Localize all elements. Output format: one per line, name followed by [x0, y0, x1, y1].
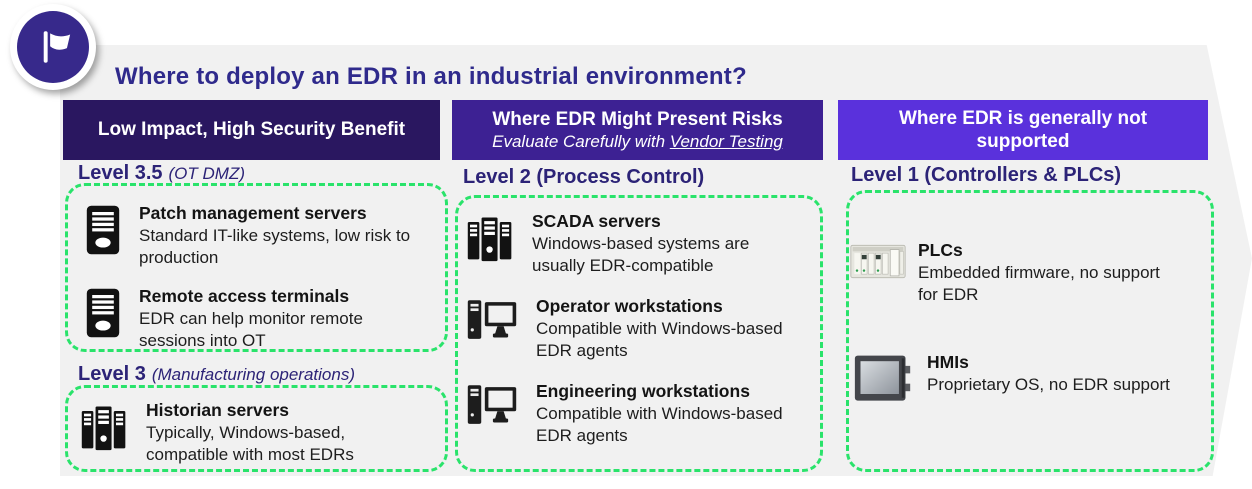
level-3-qualifier: (Manufacturing operations): [151, 365, 355, 384]
level-3-5-box: [65, 183, 448, 352]
column2-header-subtext: Evaluate Carefully with Vendor Testing: [492, 132, 783, 153]
server-rack-icon: [81, 406, 126, 451]
item-title: Historian servers: [146, 400, 289, 420]
item-description: Compatible with Windows-based EDR agents: [536, 318, 783, 361]
server-tower-icon: [86, 205, 120, 255]
column1-header: Low Impact, High Security Benefit: [63, 100, 440, 160]
item-title: SCADA servers: [532, 211, 661, 231]
level-3-5-qualifier: (OT DMZ): [168, 164, 245, 183]
list-item-hmis: HMIs Proprietary OS, no EDR support: [853, 352, 1170, 406]
level-1-heading: Level 1 (Controllers & PLCs): [851, 164, 1121, 187]
flag-badge: [10, 4, 96, 90]
item-description: Standard IT-like systems, low risk to pr…: [139, 225, 411, 268]
server-rack-icon: [467, 217, 512, 262]
workstation-icon: [467, 385, 517, 424]
item-description: Proprietary OS, no EDR support: [927, 374, 1170, 394]
list-item-engineering-workstations: Engineering workstations Compatible with…: [466, 381, 788, 448]
level-3-5-heading: Level 3.5 (OT DMZ): [78, 162, 245, 185]
item-title: Operator workstations: [536, 296, 723, 316]
item-title: Patch management servers: [139, 203, 367, 223]
list-item-historian-servers: Historian servers Typically, Windows-bas…: [80, 400, 401, 467]
level-1-box: [846, 190, 1214, 472]
item-title: HMIs: [927, 352, 969, 372]
flag-badge-circle: [17, 11, 89, 83]
column1-header-text: Low Impact, High Security Benefit: [97, 119, 406, 141]
list-item-plcs: PLCs Embedded firmware, no support for E…: [850, 240, 1168, 307]
level-3-heading: Level 3 (Manufacturing operations): [78, 363, 355, 386]
item-title: Engineering workstations: [536, 381, 750, 401]
workstation-icon: [467, 300, 517, 339]
level-2-heading: Level 2 (Process Control): [463, 166, 704, 189]
column2-header-text: Where EDR Might Present Risks: [492, 108, 783, 130]
list-item-remote-access-terminals: Remote access terminals EDR can help mon…: [85, 286, 397, 353]
level-3-label: Level 3: [78, 363, 146, 385]
item-title: PLCs: [918, 240, 963, 260]
list-item-operator-workstations: Operator workstations Compatible with Wi…: [466, 296, 788, 363]
level-3-5-label: Level 3.5: [78, 162, 163, 184]
column2-subtext-prefix: Evaluate Carefully with: [492, 131, 670, 151]
item-description: EDR can help monitor remote sessions int…: [139, 308, 363, 351]
plc-icon: [850, 244, 906, 279]
page-title: Where to deploy an EDR in an industrial …: [115, 63, 747, 90]
hmi-icon: [854, 355, 911, 401]
item-description: Windows-based systems are usually EDR-co…: [532, 233, 750, 276]
column3-header-text: Where EDR is generally not supported: [898, 107, 1148, 152]
level-2-label: Level 2 (Process Control): [463, 166, 705, 188]
list-item-patch-management-servers: Patch management servers Standard IT-lik…: [85, 203, 449, 270]
item-description: Compatible with Windows-based EDR agents: [536, 403, 783, 446]
server-tower-icon: [86, 288, 120, 338]
level-2-box: [455, 195, 823, 472]
item-description: Embedded firmware, no support for EDR: [918, 262, 1160, 305]
item-description: Typically, Windows-based, compatible wit…: [146, 422, 354, 465]
item-title: Remote access terminals: [139, 286, 350, 306]
list-item-scada-servers: SCADA servers Windows-based systems are …: [466, 211, 770, 278]
column3-header: Where EDR is generally not supported: [838, 100, 1208, 160]
level-3-box: [65, 385, 448, 472]
level-1-label: Level 1 (Controllers & PLCs): [851, 164, 1122, 186]
vendor-testing-link-text: Vendor Testing: [669, 131, 783, 151]
column2-header: Where EDR Might Present Risks Evaluate C…: [452, 100, 823, 160]
flag-icon: [43, 31, 71, 63]
